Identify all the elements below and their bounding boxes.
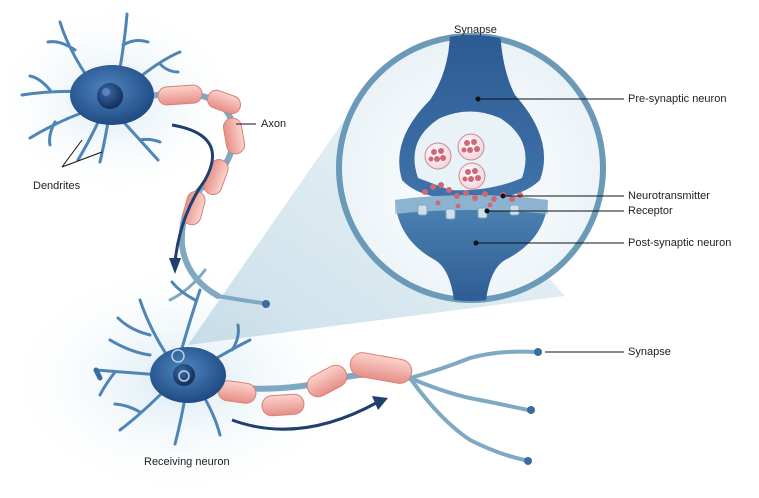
- receiving-neuron-label: Receiving neuron: [144, 456, 230, 468]
- signal-arrow-bottom: [231, 400, 379, 431]
- top-soma: [70, 65, 154, 125]
- leader-lines: [473, 96, 624, 353]
- synapse-title-label: Synapse: [454, 24, 497, 36]
- neurotransmitter-label: Neurotransmitter: [628, 190, 710, 202]
- receptor-channels: [417, 204, 520, 220]
- synaptic-vesicles: [424, 133, 486, 190]
- dendrites-label: Dendrites: [33, 180, 81, 192]
- post-synaptic-terminal: [395, 195, 548, 301]
- neurotransmitter-molecules: [422, 182, 523, 209]
- synapse-terminal-label: Synapse: [628, 346, 671, 358]
- bottom-soma: [150, 347, 226, 403]
- axon-terminals: [524, 348, 542, 465]
- synapse-zoom-circle: [336, 33, 606, 303]
- receptor-label: Receptor: [628, 205, 673, 217]
- signal-arrow-top: [171, 123, 215, 263]
- bottom-myelin-sheath: [217, 352, 413, 417]
- pre-synaptic-neuron-label: Pre-synaptic neuron: [628, 93, 727, 105]
- axon-label: Axon: [261, 118, 287, 130]
- post-synaptic-neuron-label: Post-synaptic neuron: [628, 237, 732, 249]
